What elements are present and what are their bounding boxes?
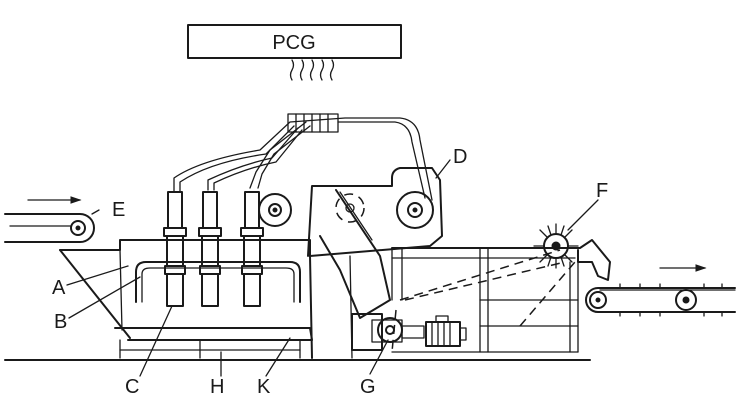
sensor-array (163, 191, 264, 307)
trough-k (114, 327, 313, 341)
signal-wave-1 (289, 59, 295, 81)
cable-1 (173, 117, 433, 201)
part-labels: E A B C H K G D F (52, 146, 608, 398)
discharge-top (391, 239, 611, 281)
star-roll-spikes (533, 223, 579, 269)
pcg-label: PCG (272, 32, 315, 54)
label-h: H (210, 376, 224, 398)
outfeed-roller-left (589, 291, 607, 309)
main-frame (258, 167, 443, 359)
label-d: D (453, 146, 467, 168)
discharge-post-1 (391, 247, 403, 301)
motor-body (425, 321, 461, 347)
infeed-roller-hub (75, 225, 81, 231)
screen-line-1 (399, 249, 561, 301)
rocker-arm-edge (339, 191, 373, 241)
signal-wave-5 (329, 59, 335, 81)
label-b: B (54, 311, 67, 333)
leader-g (369, 339, 389, 375)
infeed-conveyor (4, 196, 95, 243)
leader-c (139, 305, 173, 377)
frame-leg-left (309, 255, 313, 359)
cable-bundle (173, 113, 433, 201)
outfeed-arrow-head (695, 264, 707, 272)
cable-6 (257, 125, 311, 189)
label-e: E (112, 199, 125, 221)
leader-e (91, 209, 100, 215)
discharge-crossbars (391, 299, 579, 353)
idler-wheel-left (258, 193, 292, 227)
label-a: A (52, 277, 66, 299)
leader-lines (66, 159, 599, 377)
outfeed-roller-right (675, 289, 697, 311)
sensor-2 (198, 191, 222, 307)
hopper-slope (59, 249, 131, 339)
screen-line-3 (519, 261, 576, 327)
pcg-controller: PCG (187, 24, 402, 81)
cable-wrap-lines (295, 113, 329, 133)
discharge-section (391, 223, 611, 353)
pcg-box (187, 24, 402, 59)
hopper-top (59, 239, 311, 257)
frame-outline (307, 167, 443, 257)
eccentric-wheel (396, 191, 434, 229)
label-f: F (596, 180, 608, 202)
outfeed-conveyor (585, 264, 736, 317)
trough-and-base (4, 327, 591, 361)
sensor-1 (163, 191, 187, 307)
signal-wave-2 (299, 59, 305, 81)
leader-k (265, 337, 291, 377)
outfeed-belt-teeth (619, 283, 723, 317)
leader-b (68, 276, 141, 319)
coupling (401, 325, 425, 339)
screen-line-2 (404, 261, 566, 301)
u-frame-inner (141, 267, 295, 303)
outfeed-belt (585, 287, 736, 313)
discharge-post-3 (569, 261, 579, 353)
infeed-roller (70, 220, 86, 236)
cable-4 (213, 129, 303, 191)
motor-fins (431, 321, 451, 347)
signal-wave-3 (309, 59, 315, 81)
hopper (59, 239, 311, 339)
cable-5 (249, 121, 307, 189)
infeed-belt (4, 213, 95, 243)
gearbox (351, 313, 383, 351)
signal-wave-4 (319, 59, 325, 81)
drive-motor (351, 313, 467, 351)
base-legs (119, 339, 301, 359)
label-g: G (360, 376, 376, 398)
cable-wrap (287, 113, 339, 133)
leader-a (66, 265, 129, 286)
hidden-wheel (335, 193, 365, 223)
infeed-arrow-head (70, 196, 82, 204)
cable-loop (337, 121, 426, 199)
label-c: C (125, 376, 139, 398)
leader-d (435, 159, 451, 179)
hopper-inner (119, 249, 123, 331)
rocker-arm (319, 189, 391, 319)
label-k: K (257, 376, 271, 398)
cable-2 (179, 125, 295, 193)
leader-f (567, 199, 599, 231)
